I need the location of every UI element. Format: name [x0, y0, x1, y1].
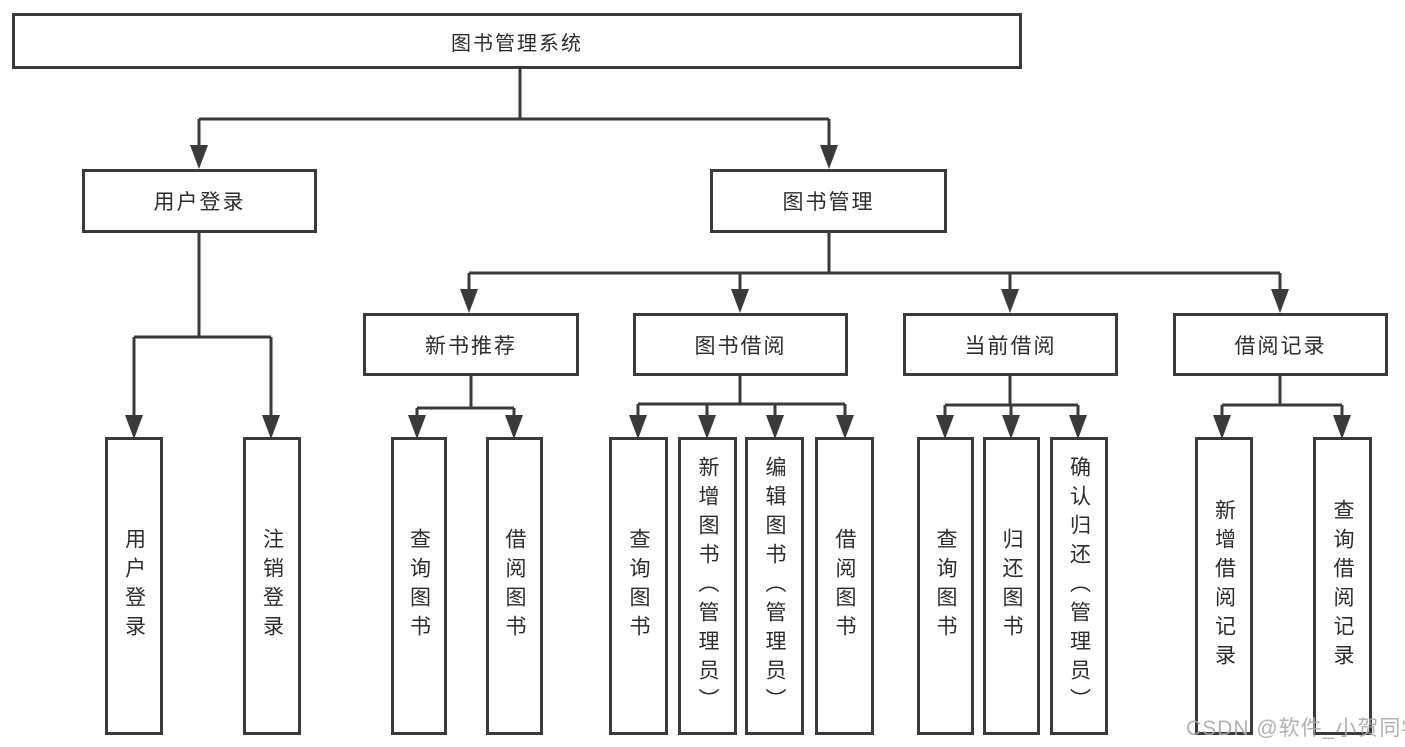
node-borrow-records-label: 借阅记录	[1234, 334, 1327, 358]
node-book-management-label: 图书管理	[782, 191, 875, 214]
node-new-book-recommend: 新书推荐	[363, 313, 579, 376]
leaf-user-login: 用户登录	[105, 437, 163, 735]
arrow-down-icon	[408, 415, 426, 439]
leaf-borrow-books-2: 借阅图书	[815, 437, 874, 735]
arrow-down-icon	[836, 415, 854, 439]
arrow-down-icon	[1002, 415, 1020, 439]
node-root-label: 图书管理系统	[451, 32, 583, 55]
leaf-return-books-label: 归还图书	[1000, 528, 1023, 644]
connector-newbooks-branch	[415, 376, 516, 416]
leaf-add-borrow-record: 新增借阅记录	[1195, 437, 1253, 735]
csdn-watermark: CSDN @软件_小贺同学	[1186, 717, 1405, 740]
arrow-down-icon	[629, 415, 647, 439]
leaf-confirm-return-admin-label: 确认归还（管理员）	[1067, 455, 1091, 717]
leaf-query-books-2-label: 查询图书	[627, 528, 650, 644]
node-book-management: 图书管理	[710, 169, 947, 233]
leaf-confirm-return-admin: 确认归还（管理员）	[1050, 437, 1108, 735]
leaf-logout-label: 注销登录	[260, 528, 284, 644]
arrow-down-icon	[1069, 415, 1087, 439]
node-borrow-records: 借阅记录	[1173, 313, 1388, 376]
node-book-borrow-label: 图书借阅	[694, 334, 787, 358]
leaf-query-books-1: 查询图书	[391, 437, 447, 735]
connector-currentborrow-branch	[943, 376, 1080, 416]
leaf-add-books-admin: 新增图书（管理员）	[678, 437, 737, 735]
leaf-borrow-books-2-label: 借阅图书	[833, 528, 856, 644]
arrow-down-icon	[1333, 415, 1351, 439]
node-root: 图书管理系统	[12, 13, 1022, 69]
leaf-return-books: 归还图书	[983, 437, 1040, 735]
leaf-query-books-3-label: 查询图书	[934, 528, 957, 644]
node-current-borrow-label: 当前借阅	[964, 334, 1057, 358]
arrow-down-icon	[505, 415, 523, 439]
node-book-borrow: 图书借阅	[633, 313, 848, 376]
node-user-login: 用户登录	[82, 169, 317, 233]
arrow-down-icon	[1213, 415, 1231, 439]
arrowheads	[125, 145, 1351, 439]
connector-root-to-level2	[197, 68, 831, 146]
leaf-borrow-books-1-label: 借阅图书	[503, 528, 526, 644]
arrow-down-icon	[731, 289, 749, 313]
arrow-down-icon	[460, 289, 478, 313]
leaf-edit-books-admin-label: 编辑图书（管理员）	[763, 455, 786, 717]
leaf-user-login-label: 用户登录	[122, 528, 146, 644]
leaf-borrow-books-1: 借阅图书	[486, 437, 543, 735]
leaf-query-borrow-record-label: 查询借阅记录	[1331, 499, 1354, 673]
node-user-login-label: 用户登录	[153, 191, 246, 214]
leaf-edit-books-admin: 编辑图书（管理员）	[745, 437, 804, 735]
connector-bookborrow-branch	[636, 376, 847, 416]
leaf-query-books-2: 查询图书	[609, 437, 668, 735]
arrow-down-icon	[766, 415, 784, 439]
node-current-borrow: 当前借阅	[903, 313, 1118, 376]
arrow-down-icon	[820, 145, 838, 169]
connector-userlogin-branch	[132, 233, 273, 416]
leaf-logout: 注销登录	[243, 437, 301, 735]
connector-bookmgmt-to-level3	[467, 233, 1282, 290]
arrow-down-icon	[1271, 289, 1289, 313]
node-new-book-recommend-label: 新书推荐	[425, 334, 517, 358]
arrow-down-icon	[698, 415, 716, 439]
arrow-down-icon	[190, 145, 208, 169]
leaf-query-books-3: 查询图书	[917, 437, 974, 735]
arrow-down-icon	[262, 415, 280, 439]
leaf-add-books-admin-label: 新增图书（管理员）	[696, 455, 719, 717]
leaf-query-books-1-label: 查询图书	[407, 528, 431, 644]
arrow-down-icon	[1001, 289, 1019, 313]
connector-borrowrecords-branch	[1220, 376, 1344, 416]
arrow-down-icon	[936, 415, 954, 439]
arrow-down-icon	[125, 415, 143, 439]
leaf-query-borrow-record: 查询借阅记录	[1313, 437, 1372, 735]
leaf-add-borrow-record-label: 新增借阅记录	[1212, 499, 1236, 673]
